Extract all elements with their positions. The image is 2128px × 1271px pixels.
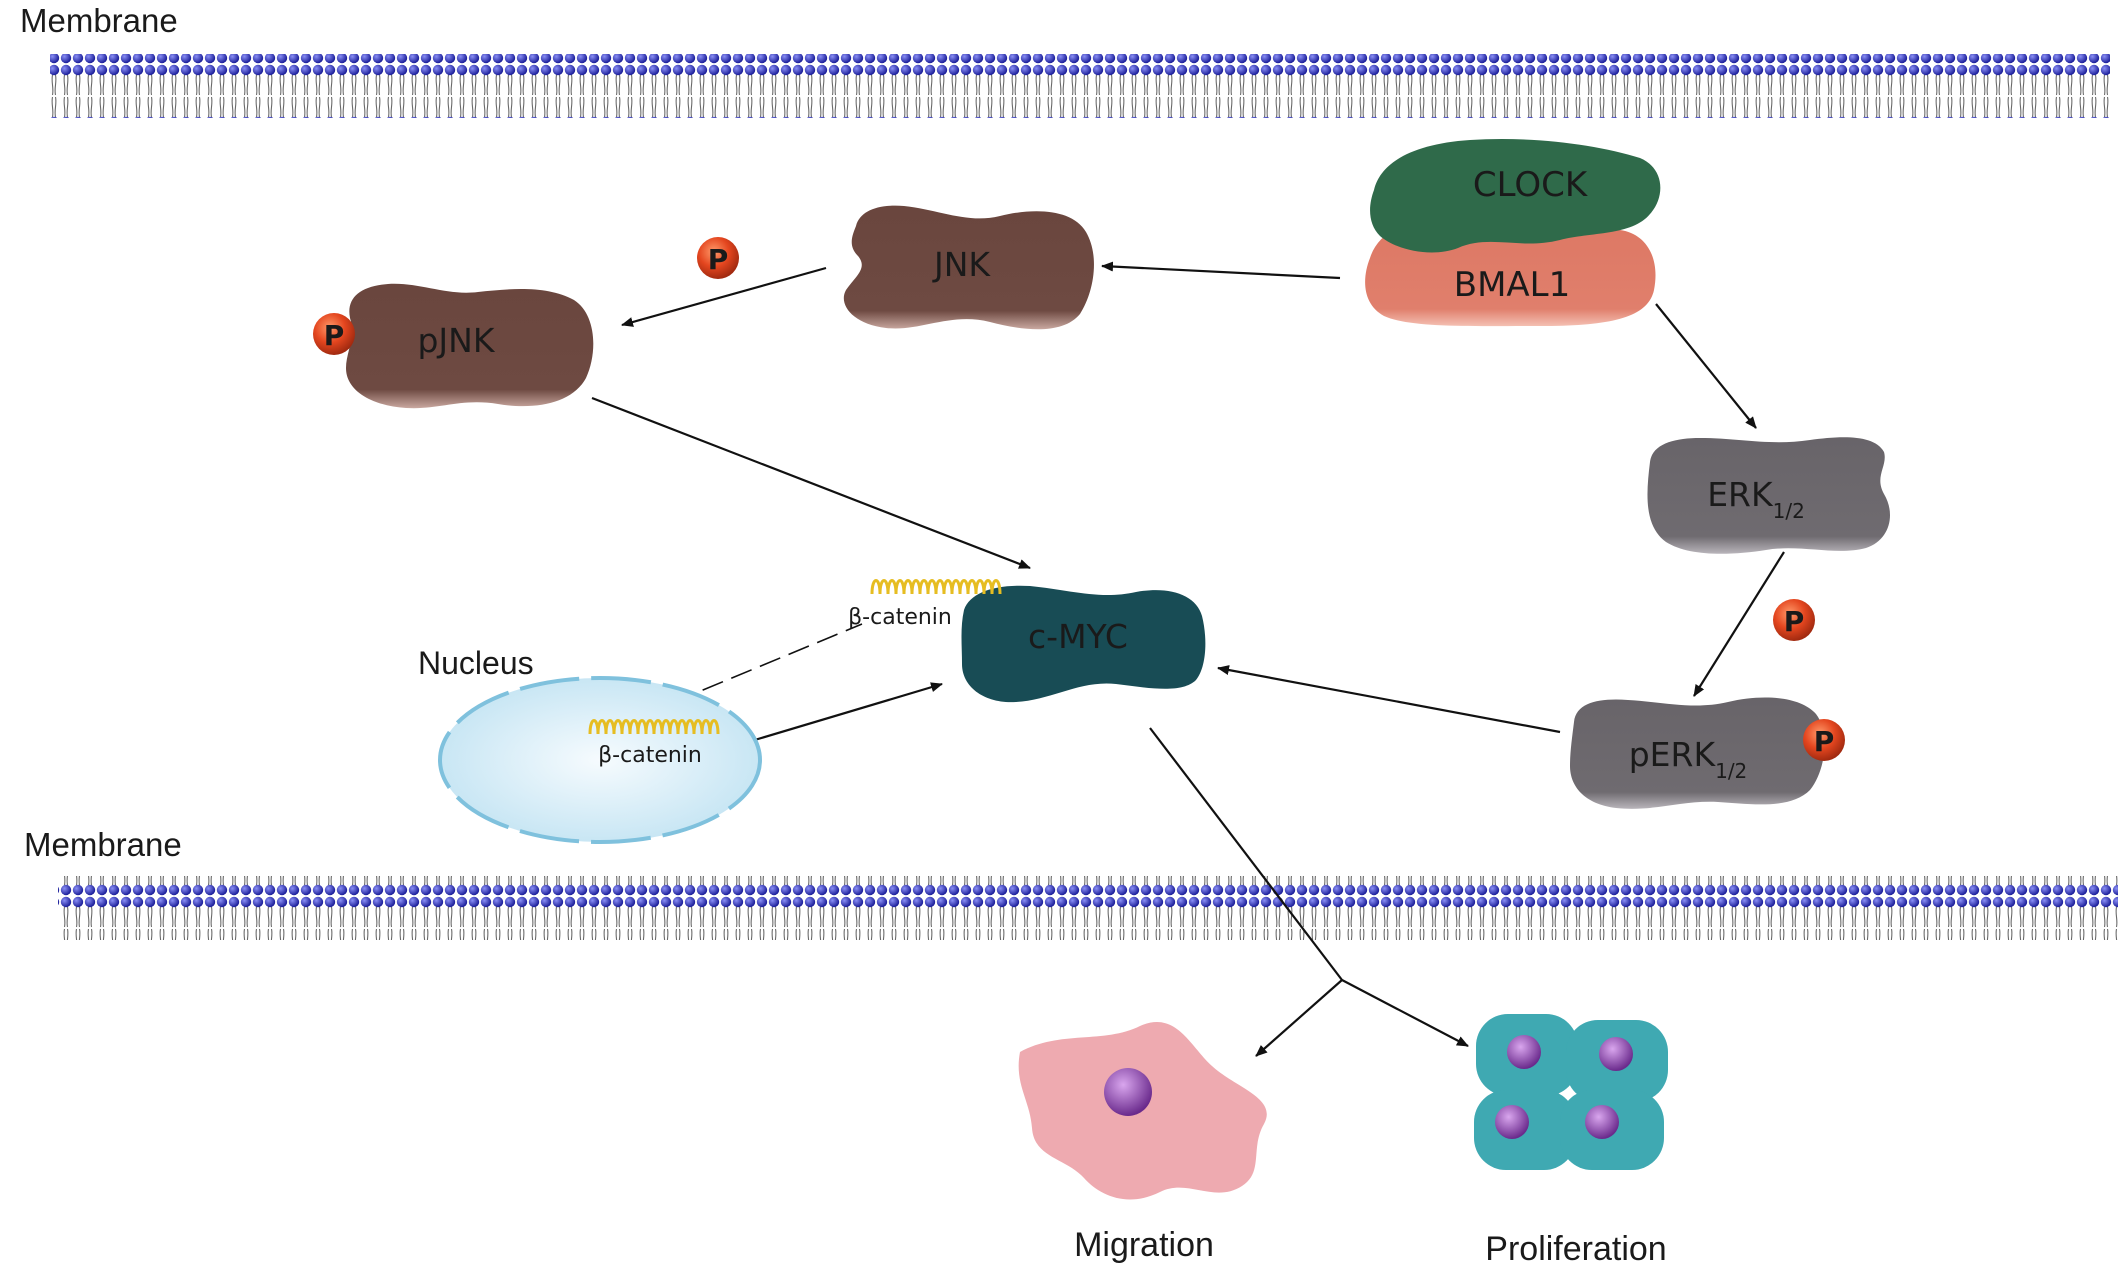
pjnk-label: pJNK <box>417 321 495 360</box>
nucleus-label: Nucleus <box>418 645 534 681</box>
phosphate-on-pjnk: P <box>313 313 355 355</box>
jnk-label: JNK <box>932 245 991 284</box>
arrow-nucleus-to-cmyc <box>747 682 943 744</box>
arrow-perk-to-cmyc <box>1217 665 1561 734</box>
proliferation-cells <box>1474 1014 1668 1170</box>
arrow-jnk-to-pjnk <box>621 266 827 327</box>
perk-protein: pERK1/2 <box>1570 697 1825 809</box>
clock-label: CLOCK <box>1473 165 1589 205</box>
arrow-to-migration <box>1255 979 1343 1057</box>
perk-label-main: pERK <box>1629 735 1717 774</box>
membrane-bottom <box>58 876 2118 940</box>
clock-shape <box>1370 138 1661 253</box>
beta-catenin-helix-top <box>870 579 1002 595</box>
cmyc-protein: c-MYC <box>961 585 1206 703</box>
dashed-beta-catenin-link <box>673 623 863 703</box>
phosphate-on-perk: P <box>1803 719 1845 761</box>
arrow-clock-to-jnk <box>1101 261 1341 280</box>
migration-cell <box>1018 1022 1267 1200</box>
erk-label: ERK1/2 <box>1707 475 1805 523</box>
beta-catenin-nucleus-label: β-catenin <box>598 743 702 768</box>
arrow-bmal1-to-erk <box>1655 303 1757 429</box>
migration-label: Migration <box>1074 1226 1214 1264</box>
erk-protein: ERK1/2 <box>1647 437 1890 554</box>
arrow-erk-to-perk <box>1693 551 1785 697</box>
membrane-top-label: Membrane <box>20 2 178 39</box>
cmyc-label: c-MYC <box>1028 617 1128 656</box>
arrow-pjnk-to-cmyc <box>591 396 1031 570</box>
beta-catenin-top-label: β-catenin <box>848 605 952 630</box>
erk-label-main: ERK <box>1707 475 1774 514</box>
phosphate-on-perk-label: P <box>1814 725 1835 758</box>
phosphate-free-erk: P <box>1773 599 1815 641</box>
clock-bmal1-complex: CLOCK BMAL1 <box>1365 138 1661 327</box>
beta-catenin-helix-nucleus <box>588 719 720 735</box>
jnk-protein: JNK <box>843 205 1094 330</box>
pathway-arrows <box>591 261 1785 1057</box>
line-cmyc-to-branch <box>1149 727 1343 981</box>
phosphate-free-jnk-label: P <box>708 243 729 276</box>
membrane-bottom-label: Membrane <box>24 826 182 863</box>
nucleus <box>438 676 762 844</box>
arrow-to-proliferation <box>1341 979 1469 1047</box>
proliferation-label: Proliferation <box>1485 1230 1666 1268</box>
perk-label: pERK1/2 <box>1629 735 1748 783</box>
perk-label-subscript: 1/2 <box>1715 759 1747 783</box>
phosphate-on-pjnk-label: P <box>324 319 345 352</box>
phosphate-free-erk-label: P <box>1784 605 1805 638</box>
phosphate-free-jnk: P <box>697 237 739 279</box>
erk-label-subscript: 1/2 <box>1773 499 1805 523</box>
bmal1-label: BMAL1 <box>1454 265 1571 305</box>
membrane-top <box>50 54 2110 118</box>
pjnk-protein: pJNK <box>346 283 594 409</box>
